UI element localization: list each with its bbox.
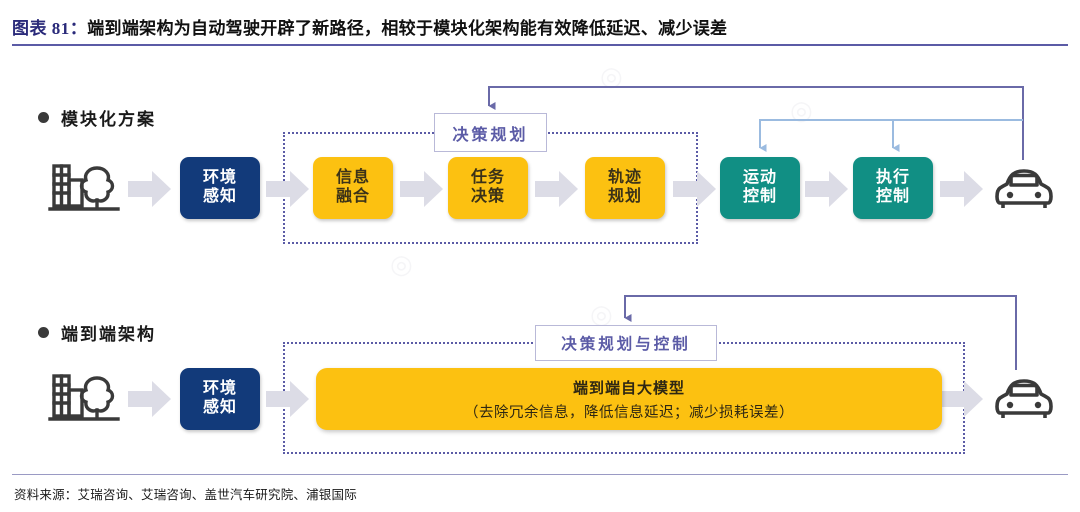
group-label-decision-planning: 决策规划 (434, 113, 547, 152)
figure-title-text: 端到端架构为自动驾驶开辟了新路径，相较于模块化架构能有效降低延迟、减少误差 (87, 18, 728, 38)
footer-divider (12, 474, 1068, 475)
box-perception-modular[interactable]: 环境 感知 (180, 157, 260, 219)
group-label-text: 决策规划与控制 (561, 336, 691, 353)
flow-arrow (266, 380, 310, 418)
flow-arrow (266, 170, 310, 208)
wire-car-to-motion-control (759, 119, 1023, 152)
title-divider (12, 44, 1068, 46)
flow-arrow (940, 170, 984, 208)
box-trajectory-planning[interactable]: 轨迹 规划 (585, 157, 665, 219)
box-line-2: 控制 (875, 188, 910, 205)
box-line-1: 信息 (335, 169, 370, 187)
flow-arrow (128, 380, 172, 418)
box-motion-control[interactable]: 运动 控制 (720, 157, 800, 219)
car-icon (993, 373, 1055, 425)
box-line-2: 规划 (607, 188, 642, 205)
flow-arrow (535, 170, 579, 208)
box-execution-control[interactable]: 执行 控制 (853, 157, 933, 219)
city-tree-icon (48, 158, 122, 220)
box-line-2: 融合 (335, 188, 370, 205)
bullet-icon (38, 112, 49, 123)
watermark: ◎ (390, 250, 414, 279)
box-line-1: 运动 (742, 169, 777, 187)
box-line-1: 轨迹 (607, 169, 642, 187)
row-label-modular: 模块化方案 (61, 110, 156, 129)
row-header-end-to-end: 端到端架构 (38, 320, 156, 345)
box-line-1: 任务 (470, 169, 505, 187)
flow-arrow (400, 170, 444, 208)
row-header-modular: 模块化方案 (38, 105, 156, 130)
box-line-2: 决策 (470, 188, 505, 205)
group-label-decision-planning-control: 决策规划与控制 (535, 325, 717, 361)
box-line-2: 感知 (202, 399, 237, 416)
box-end-to-end-model[interactable]: 端到端自大模型 （去除冗余信息，降低信息延迟；减少损耗误差） (316, 368, 942, 430)
box-task-decision[interactable]: 任务 决策 (448, 157, 528, 219)
box-line-1: 环境 (202, 169, 237, 187)
row-label-end-to-end: 端到端架构 (61, 325, 156, 344)
big-box-title: 端到端自大模型 (572, 380, 685, 397)
flow-arrow (673, 170, 717, 208)
watermark: ◎ (790, 96, 814, 125)
bullet-icon (38, 327, 49, 338)
car-icon (993, 163, 1055, 215)
figure-number: 图表 81： (12, 18, 88, 38)
source-note: 资料来源：艾瑞咨询、艾瑞咨询、盖世汽车研究院、浦银国际 (14, 488, 357, 502)
box-information-fusion[interactable]: 信息 融合 (313, 157, 393, 219)
box-line-2: 感知 (202, 188, 237, 205)
flow-arrow (128, 170, 172, 208)
box-line-2: 控制 (742, 188, 777, 205)
watermark: ◎ (600, 62, 624, 91)
city-tree-icon (48, 368, 122, 430)
big-box-subtitle: （去除冗余信息，降低信息延迟；减少损耗误差） (464, 404, 794, 421)
box-line-1: 执行 (875, 169, 910, 187)
figure-title: 图表 81： 端到端架构为自动驾驶开辟了新路径，相较于模块化架构能有效降低延迟、… (12, 10, 1068, 42)
flow-arrow (805, 170, 849, 208)
box-line-1: 环境 (202, 380, 237, 398)
group-label-text: 决策规划 (452, 126, 529, 144)
box-perception-end-to-end[interactable]: 环境 感知 (180, 368, 260, 430)
flow-arrow (940, 380, 984, 418)
